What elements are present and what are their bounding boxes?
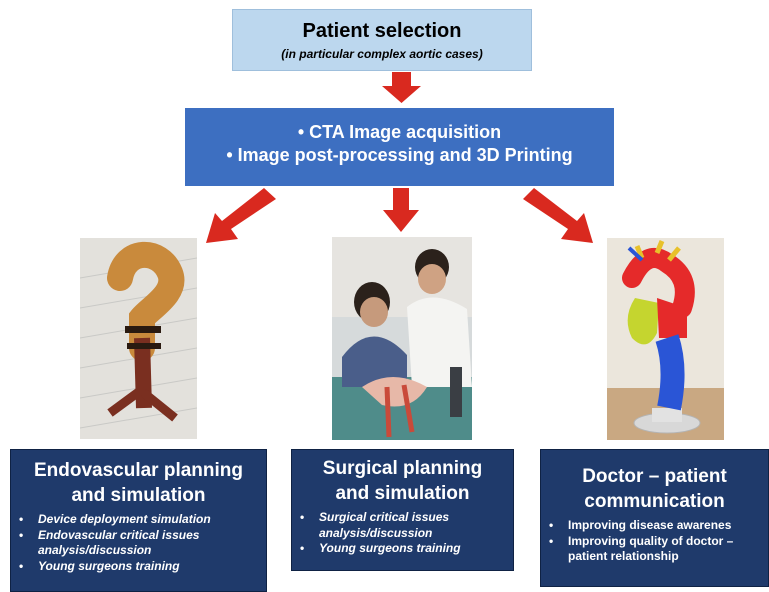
endovascular-planning-box: Endovascular planning and simulation Dev… xyxy=(10,449,267,592)
doctor-patient-communication-box: Doctor – patient communication Improving… xyxy=(540,449,769,587)
endovascular-bullet: Endovascular critical issues analysis/di… xyxy=(17,528,266,559)
arrow-middle-to-center xyxy=(383,188,419,232)
patient-selection-title: Patient selection xyxy=(302,20,462,42)
surgical-bullet: Young surgeons training xyxy=(298,541,513,557)
arrow-middle-to-left xyxy=(206,188,276,243)
endovascular-bullet: Device deployment simulation xyxy=(17,512,266,528)
communication-bullet: Improving disease awarenes xyxy=(547,518,768,534)
arrow-middle-to-right xyxy=(523,188,593,243)
patient-selection-box: Patient selection (in particular complex… xyxy=(232,9,532,71)
endovascular-bullet: Young surgeons training xyxy=(17,559,266,575)
cta-acquisition-line: • CTA Image acquisition xyxy=(297,122,502,142)
surgical-title-line2: and simulation xyxy=(335,483,470,504)
communication-bullet: Improving quality of doctor – patient re… xyxy=(547,534,768,565)
acquisition-printing-box: • CTA Image acquisition • Image post-pro… xyxy=(185,108,614,186)
surgeons-with-model-photo xyxy=(332,237,472,440)
endovascular-title-line1: Endovascular planning xyxy=(33,460,244,481)
communication-title-line2: communication xyxy=(584,491,725,512)
surgical-title-line1: Surgical planning xyxy=(322,458,483,479)
surgical-planning-box: Surgical planning and simulation Surgica… xyxy=(291,449,514,571)
communication-title-line1: Doctor – patient xyxy=(582,466,727,487)
surgical-bullet: Surgical critical issues analysis/discus… xyxy=(298,510,513,541)
arrow-top-to-middle xyxy=(382,72,421,103)
endovascular-title-line2: and simulation xyxy=(71,485,206,506)
patient-selection-subtitle: (in particular complex aortic cases) xyxy=(281,47,483,61)
endovascular-model-photo xyxy=(80,238,197,439)
post-processing-line: • Image post-processing and 3D Printing xyxy=(226,145,573,165)
colored-aorta-model-photo xyxy=(607,238,724,440)
